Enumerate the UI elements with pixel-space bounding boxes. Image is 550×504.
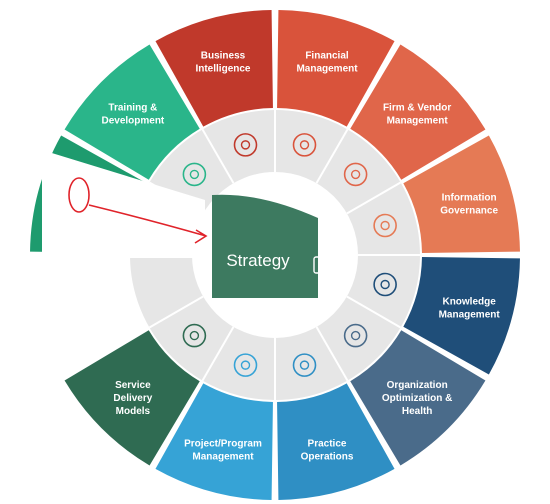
label-line: Governance — [440, 205, 498, 216]
segment-organization-optimization-health — [350, 330, 486, 466]
label-line: Management — [296, 63, 358, 74]
red-annotation — [68, 177, 208, 244]
segment-project-program-management — [155, 383, 273, 500]
segment-information-governance — [403, 135, 520, 253]
label-line: Intelligence — [195, 63, 250, 74]
label-line: Financial — [305, 50, 349, 61]
target-icon — [233, 133, 258, 157]
person-walking-icon — [182, 323, 207, 348]
segment-business-intelligence — [155, 10, 273, 127]
label-line: Firm & Vendor — [383, 102, 451, 113]
label-line: Development — [101, 115, 164, 126]
segment-strategy-outer — [30, 257, 147, 375]
label-training-development: Training & Development — [101, 102, 164, 126]
ring-divider — [315, 326, 349, 382]
monitor-wrench-icon — [373, 272, 397, 297]
white-cutout — [42, 150, 205, 258]
label-line: Operations — [301, 452, 354, 463]
label-line: Management — [192, 452, 254, 463]
segment-financial-management — [277, 10, 395, 127]
ring-divider — [346, 181, 402, 215]
label-line: Optimization & — [382, 393, 453, 404]
strategy-center-label: Strategy — [226, 251, 290, 270]
segment-service-delivery-models — [64, 330, 200, 466]
cycle-atom-icon — [343, 323, 368, 348]
label-line: Knowledge — [442, 297, 496, 308]
speech-bubbles-icon — [233, 353, 258, 377]
icons — [153, 133, 397, 377]
annotation-arrow — [88, 204, 208, 244]
label-line: Organization — [387, 380, 448, 391]
label-line: Information — [442, 192, 497, 203]
label-line: Health — [402, 406, 433, 417]
segment-knowledge-management — [403, 257, 520, 375]
annotation-circle — [68, 177, 90, 213]
label-line: Service — [115, 380, 151, 391]
strategy-center-tile — [212, 194, 318, 298]
ring-divider — [201, 326, 235, 382]
label-line: Business — [201, 50, 246, 61]
ring-divider — [201, 128, 235, 184]
recycle-arrows-icon — [373, 213, 397, 238]
magnifier-over-document-icon — [313, 256, 341, 282]
handshake-icon — [343, 162, 368, 187]
ring-divider — [346, 295, 402, 329]
layered-stack-icon — [292, 353, 317, 377]
label-line: Management — [439, 310, 501, 321]
label-line: Training & — [108, 102, 157, 113]
label-line: Management — [387, 115, 449, 126]
segment-training-development — [64, 44, 200, 180]
label-line: Delivery — [113, 393, 152, 404]
label-line: Practice — [308, 439, 347, 450]
bar-chart-icon — [292, 133, 317, 157]
label-line: Models — [116, 406, 151, 417]
ring-divider — [148, 295, 204, 329]
label-line: Project/Program — [184, 439, 262, 450]
ring-divider — [315, 128, 349, 184]
segment-practice-operations — [277, 383, 395, 500]
clipboard-pencil-icon — [182, 162, 207, 187]
segment-firm-vendor-management — [350, 44, 486, 180]
